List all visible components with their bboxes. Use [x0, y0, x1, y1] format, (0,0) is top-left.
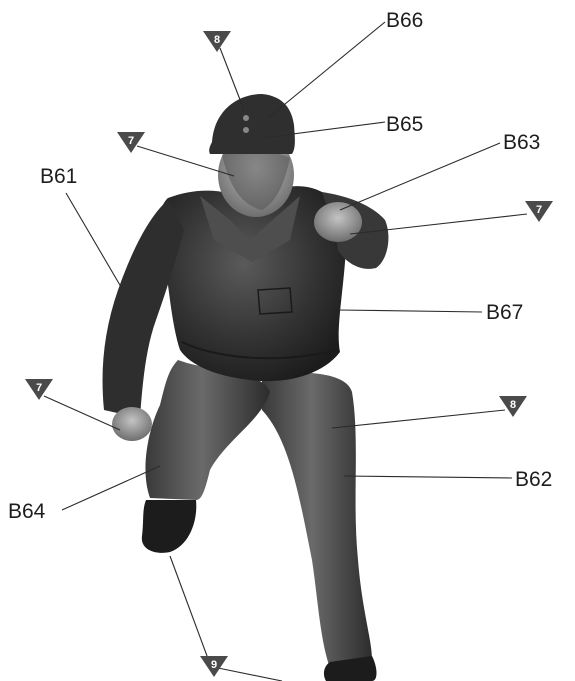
- paint-marker-face-icon: 7: [117, 132, 145, 153]
- paint-marker-trousers-icon: 8: [499, 396, 527, 417]
- leader-paint-cap: [220, 48, 244, 110]
- paint-marker-cap-top-number: 8: [214, 34, 220, 46]
- label-b64: B64: [8, 500, 46, 523]
- label-b61: B61: [40, 165, 77, 188]
- cap-button-top: [243, 115, 249, 121]
- leader-paint-trousers: [332, 410, 505, 428]
- label-b67: B67: [486, 301, 523, 324]
- label-b65: B65: [386, 113, 423, 136]
- trousers-left-leg: [145, 360, 270, 500]
- paint-marker-face-number: 7: [128, 135, 134, 147]
- hand-left: [112, 407, 152, 441]
- paint-marker-cap-top-icon: 8: [203, 31, 231, 52]
- label-b63: B63: [503, 131, 540, 154]
- boot-left: [142, 500, 196, 553]
- soldier-figure: [103, 94, 389, 681]
- field-cap: [209, 94, 295, 154]
- paint-marker-trousers-number: 8: [510, 399, 516, 411]
- leader-paint-boots-a: [170, 556, 210, 664]
- leader-b63: [340, 143, 500, 210]
- leader-b62: [344, 476, 512, 478]
- trousers-right-leg: [262, 372, 372, 668]
- label-b66: B66: [386, 9, 423, 32]
- hand-right: [314, 202, 362, 242]
- leader-paint-boots-b: [218, 668, 282, 681]
- cap-button-bottom: [243, 127, 249, 133]
- paint-marker-right-hand-icon: 7: [525, 201, 553, 222]
- leader-b66: [268, 22, 385, 118]
- paint-marker-boots-number: 9: [211, 659, 217, 671]
- paint-marker-left-hand-icon: 7: [25, 379, 53, 400]
- paint-marker-left-hand-number: 7: [36, 382, 42, 394]
- paint-marker-boots-icon: 9: [200, 656, 228, 677]
- paint-marker-right-hand-number: 7: [536, 204, 542, 216]
- label-b62: B62: [515, 468, 552, 491]
- leader-b67: [338, 310, 482, 312]
- leader-b61: [66, 193, 124, 292]
